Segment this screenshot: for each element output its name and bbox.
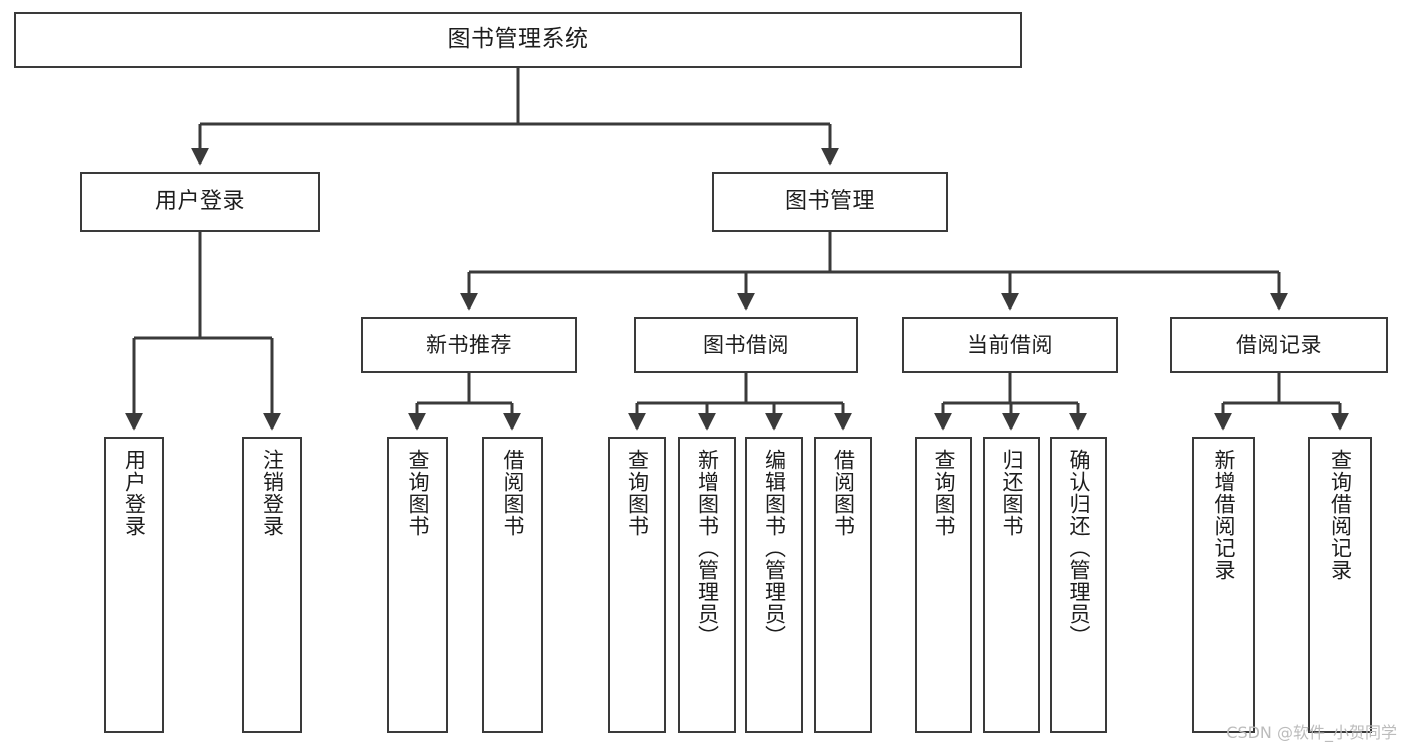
leaf-query-book-borrow-label: 查询图书 xyxy=(625,449,650,537)
leaf-query-book-newbook[interactable]: 查询图书 xyxy=(387,437,448,733)
leaf-add-book-admin[interactable]: 新增图书（管理员） xyxy=(678,437,736,733)
node-user-login[interactable]: 用户登录 xyxy=(80,172,320,232)
leaf-return-book[interactable]: 归还图书 xyxy=(983,437,1040,733)
leaf-query-book-current-label: 查询图书 xyxy=(932,449,957,537)
leaf-confirm-return-admin-label: 确认归还（管理员） xyxy=(1067,449,1092,647)
node-borrow-record-label: 借阅记录 xyxy=(1236,332,1322,357)
leaf-edit-book-admin[interactable]: 编辑图书（管理员） xyxy=(745,437,803,733)
node-book-management[interactable]: 图书管理 xyxy=(712,172,948,232)
leaf-query-book-current[interactable]: 查询图书 xyxy=(915,437,972,733)
node-book-management-label: 图书管理 xyxy=(784,189,875,215)
node-root-label: 图书管理系统 xyxy=(447,26,589,53)
leaf-query-book-borrow[interactable]: 查询图书 xyxy=(608,437,666,733)
leaf-query-borrow-record-label: 查询借阅记录 xyxy=(1328,449,1353,581)
leaf-borrow-book-label: 借阅图书 xyxy=(831,449,856,537)
node-new-book-recommend[interactable]: 新书推荐 xyxy=(361,317,577,373)
leaf-user-login[interactable]: 用户登录 xyxy=(104,437,164,733)
node-current-borrow[interactable]: 当前借阅 xyxy=(902,317,1118,373)
leaf-user-login-label: 用户登录 xyxy=(122,449,147,537)
leaf-query-borrow-record[interactable]: 查询借阅记录 xyxy=(1308,437,1372,733)
leaf-confirm-return-admin[interactable]: 确认归还（管理员） xyxy=(1050,437,1107,733)
node-root[interactable]: 图书管理系统 xyxy=(14,12,1022,68)
leaf-add-borrow-record-label: 新增借阅记录 xyxy=(1212,449,1237,581)
leaf-query-book-newbook-label: 查询图书 xyxy=(406,449,431,537)
leaf-add-book-admin-label: 新增图书（管理员） xyxy=(695,449,720,647)
leaf-edit-book-admin-label: 编辑图书（管理员） xyxy=(762,449,787,647)
node-user-login-label: 用户登录 xyxy=(154,189,245,215)
node-book-borrow[interactable]: 图书借阅 xyxy=(634,317,858,373)
leaf-logout-login-label: 注销登录 xyxy=(260,449,285,537)
leaf-borrow-book[interactable]: 借阅图书 xyxy=(814,437,872,733)
leaf-add-borrow-record[interactable]: 新增借阅记录 xyxy=(1192,437,1255,733)
node-current-borrow-label: 当前借阅 xyxy=(967,332,1053,357)
watermark: CSDN @软件_小贺同学 xyxy=(1226,723,1397,742)
leaf-borrow-book-newbook-label: 借阅图书 xyxy=(501,449,526,537)
node-book-borrow-label: 图书借阅 xyxy=(703,332,789,357)
node-new-book-recommend-label: 新书推荐 xyxy=(426,332,512,357)
leaf-logout-login[interactable]: 注销登录 xyxy=(242,437,302,733)
leaf-return-book-label: 归还图书 xyxy=(1000,449,1025,537)
leaf-borrow-book-newbook[interactable]: 借阅图书 xyxy=(482,437,543,733)
node-borrow-record[interactable]: 借阅记录 xyxy=(1170,317,1388,373)
